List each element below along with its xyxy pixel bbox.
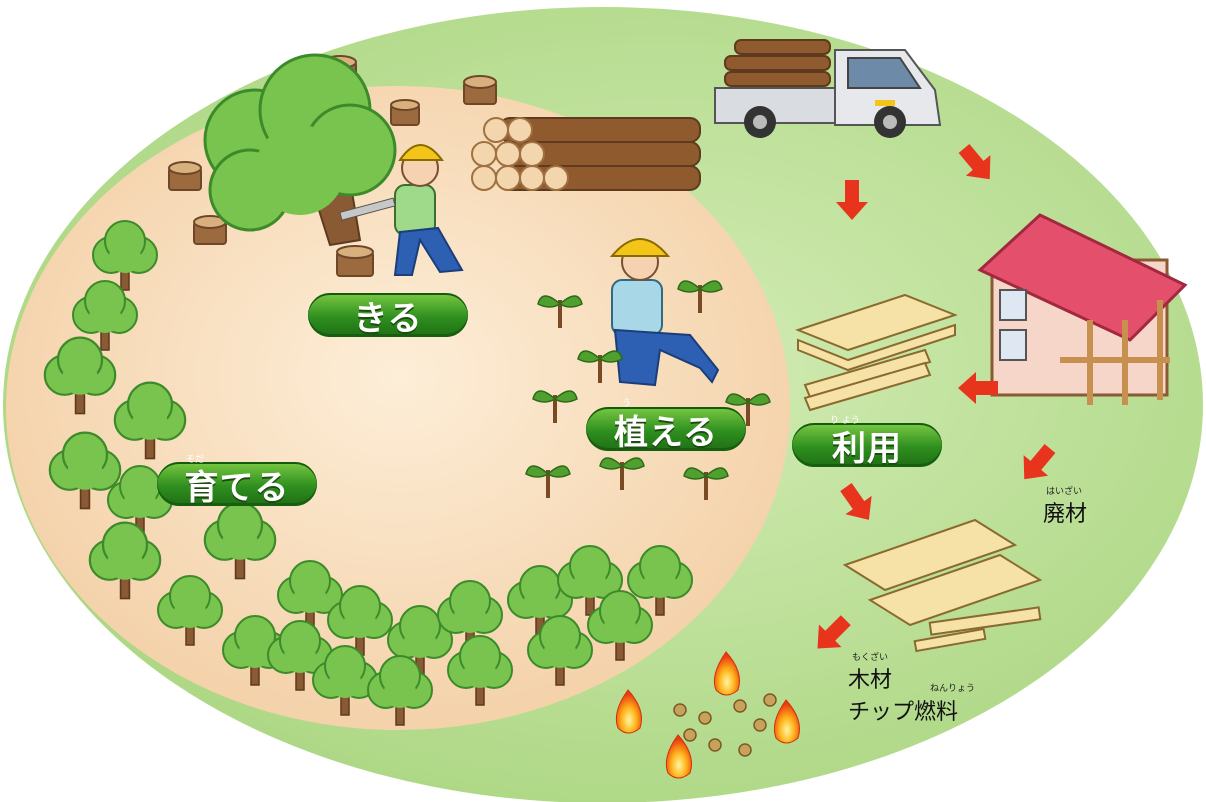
tree-icon — [72, 280, 138, 351]
flow-arrows — [817, 144, 1056, 649]
ruby-riyou: り よう — [830, 416, 860, 426]
tree-icon — [557, 545, 623, 616]
label-riyou: 利用 — [792, 423, 942, 469]
flames — [615, 651, 800, 779]
worker-planting — [609, 238, 720, 387]
tree-icon — [437, 580, 503, 651]
tree-icon — [222, 615, 288, 686]
tree-icon — [267, 620, 333, 691]
ruby-haizai: はいざい — [1046, 487, 1083, 497]
tree-stumps — [168, 55, 497, 277]
tree-being-cut — [203, 53, 397, 247]
label-haizai: 廃材 — [1043, 502, 1088, 527]
tree-icon — [527, 615, 593, 686]
tree-icon — [627, 545, 693, 616]
tree-icon — [48, 431, 122, 510]
house-under-construction — [977, 213, 1188, 405]
ruby-ueru: う — [622, 399, 632, 409]
tree-icon — [92, 220, 158, 291]
tree-icon — [367, 655, 433, 726]
log-pile — [471, 117, 701, 191]
label-kiru-text: きる — [353, 298, 423, 339]
label-chip-fuel: チップ燃料 — [848, 700, 959, 725]
tree-icon — [88, 521, 162, 600]
label-riyou-text: 利用 — [832, 428, 902, 469]
truck-with-logs — [714, 39, 942, 138]
label-sodateru-text: 育てる — [184, 467, 290, 508]
worker-cutting — [339, 144, 464, 276]
ruby-chip: ねんりょう — [930, 684, 976, 694]
lumber-boards — [795, 293, 958, 412]
tree-icon — [587, 590, 653, 661]
label-sodateru: 育てる — [157, 462, 317, 508]
ruby-mokuzai: もくざい — [852, 653, 889, 663]
label-mokuzai: 木材 — [848, 668, 893, 693]
tree-icon — [277, 560, 343, 631]
ruby-sodateru: そだ — [186, 455, 205, 465]
wood-chips — [673, 693, 777, 757]
seedlings — [525, 280, 771, 500]
tree-icon — [157, 575, 223, 646]
tree-icon — [447, 635, 513, 706]
tree-icon — [113, 381, 187, 460]
scrap-wood-pile — [842, 518, 1043, 653]
tree-icon — [43, 336, 117, 415]
label-kiru: きる — [308, 293, 468, 339]
label-ueru: 植える — [586, 407, 746, 453]
tree-icon — [507, 565, 573, 636]
label-ueru-text: 植える — [614, 412, 718, 453]
tree-icon — [327, 585, 393, 656]
